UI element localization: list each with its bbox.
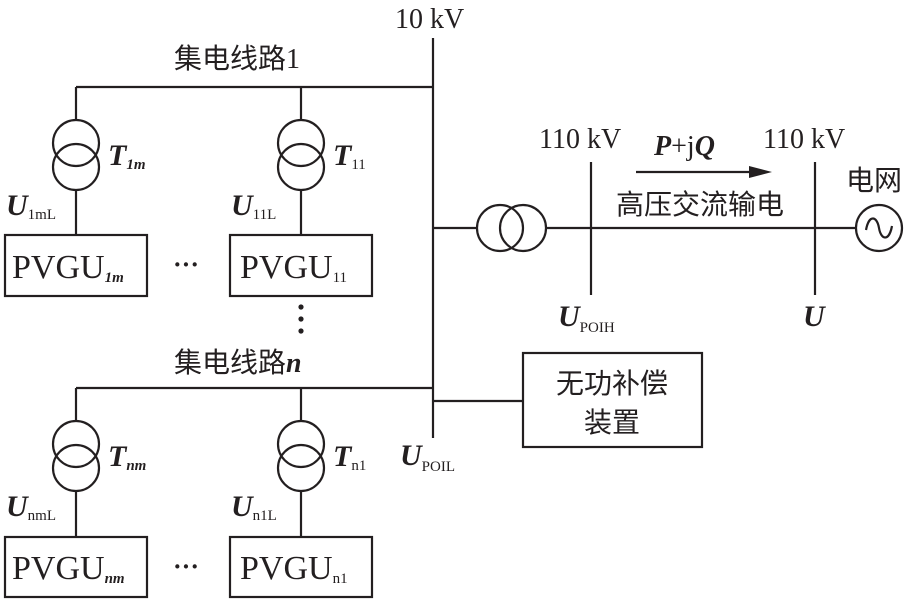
power-flow-label: P+jQ [653, 131, 715, 162]
transformer-nm-label: Tnm [108, 440, 146, 474]
pvgu-nm-box [3, 535, 149, 599]
pvgu-n1-label: PVGUn1 [240, 550, 348, 587]
pvgu-11-box [228, 233, 374, 298]
voltage-poil-label: UPOIL [400, 439, 455, 475]
transformer-n1-label: Tn1 [333, 440, 366, 474]
var-compensator-label-line1: 无功补偿 [556, 367, 668, 400]
ac-sine-icon [864, 217, 894, 239]
power-flow-arrow-head [749, 166, 772, 178]
voltage-poih-label: UPOIH [558, 300, 615, 336]
voltage-n1L-label: Un1L [231, 490, 277, 524]
vertical-ellipsis-dot [298, 316, 304, 322]
transformer-11-label: T11 [333, 139, 366, 173]
step-up-transformer-winding-lv [475, 203, 525, 253]
lv-bus-label: 10 kV [395, 4, 464, 35]
units-ellipsis: ··· [173, 552, 199, 581]
feeder-1: 集电线路1 T1m U1mL PVGU1m ··· T11 U11L PVGU1… [3, 42, 433, 298]
transformer-11-winding-hv [276, 118, 326, 168]
feeder-n-label: 集电线路n [174, 346, 302, 379]
units-ellipsis: ··· [173, 250, 199, 279]
feeder-n: 集电线路n Tnm UnmL PVGUnm ··· Tn1 Un1L PVGUn… [3, 346, 433, 599]
var-compensator-label-line2: 装置 [584, 406, 640, 439]
voltage-1mL-label: U1mL [6, 189, 56, 223]
var-compensator-box [521, 351, 704, 449]
pvgu-1m-label: PVGU1m [12, 249, 124, 286]
hvac-transmission-label: 高压交流输电 [616, 188, 784, 221]
transformer-1m-winding-hv [51, 118, 101, 168]
pvgu-n1-box [228, 535, 374, 599]
pvgu-11-label: PVGU11 [240, 249, 347, 286]
vertical-ellipsis-dot [298, 304, 304, 310]
grid-source-icon [854, 203, 904, 253]
transformer-n1-winding-hv [276, 419, 326, 469]
feeder-1-label: 集电线路1 [174, 42, 300, 75]
pvgu-nm-label: PVGUnm [12, 550, 125, 587]
transformer-nm-winding-hv [51, 419, 101, 469]
hv-bus-right-label: 110 kV [763, 124, 845, 155]
hv-bus-left-label: 110 kV [539, 124, 621, 155]
grid-label: 电网 [846, 164, 902, 197]
pvgu-1m-box [3, 233, 149, 298]
voltage-grid-label: U [803, 300, 826, 333]
voltage-nmL-label: UnmL [6, 490, 56, 524]
transformer-1m-label: T1m [108, 139, 146, 173]
voltage-11L-label: U11L [231, 189, 276, 223]
vertical-ellipsis-dot [298, 328, 304, 334]
